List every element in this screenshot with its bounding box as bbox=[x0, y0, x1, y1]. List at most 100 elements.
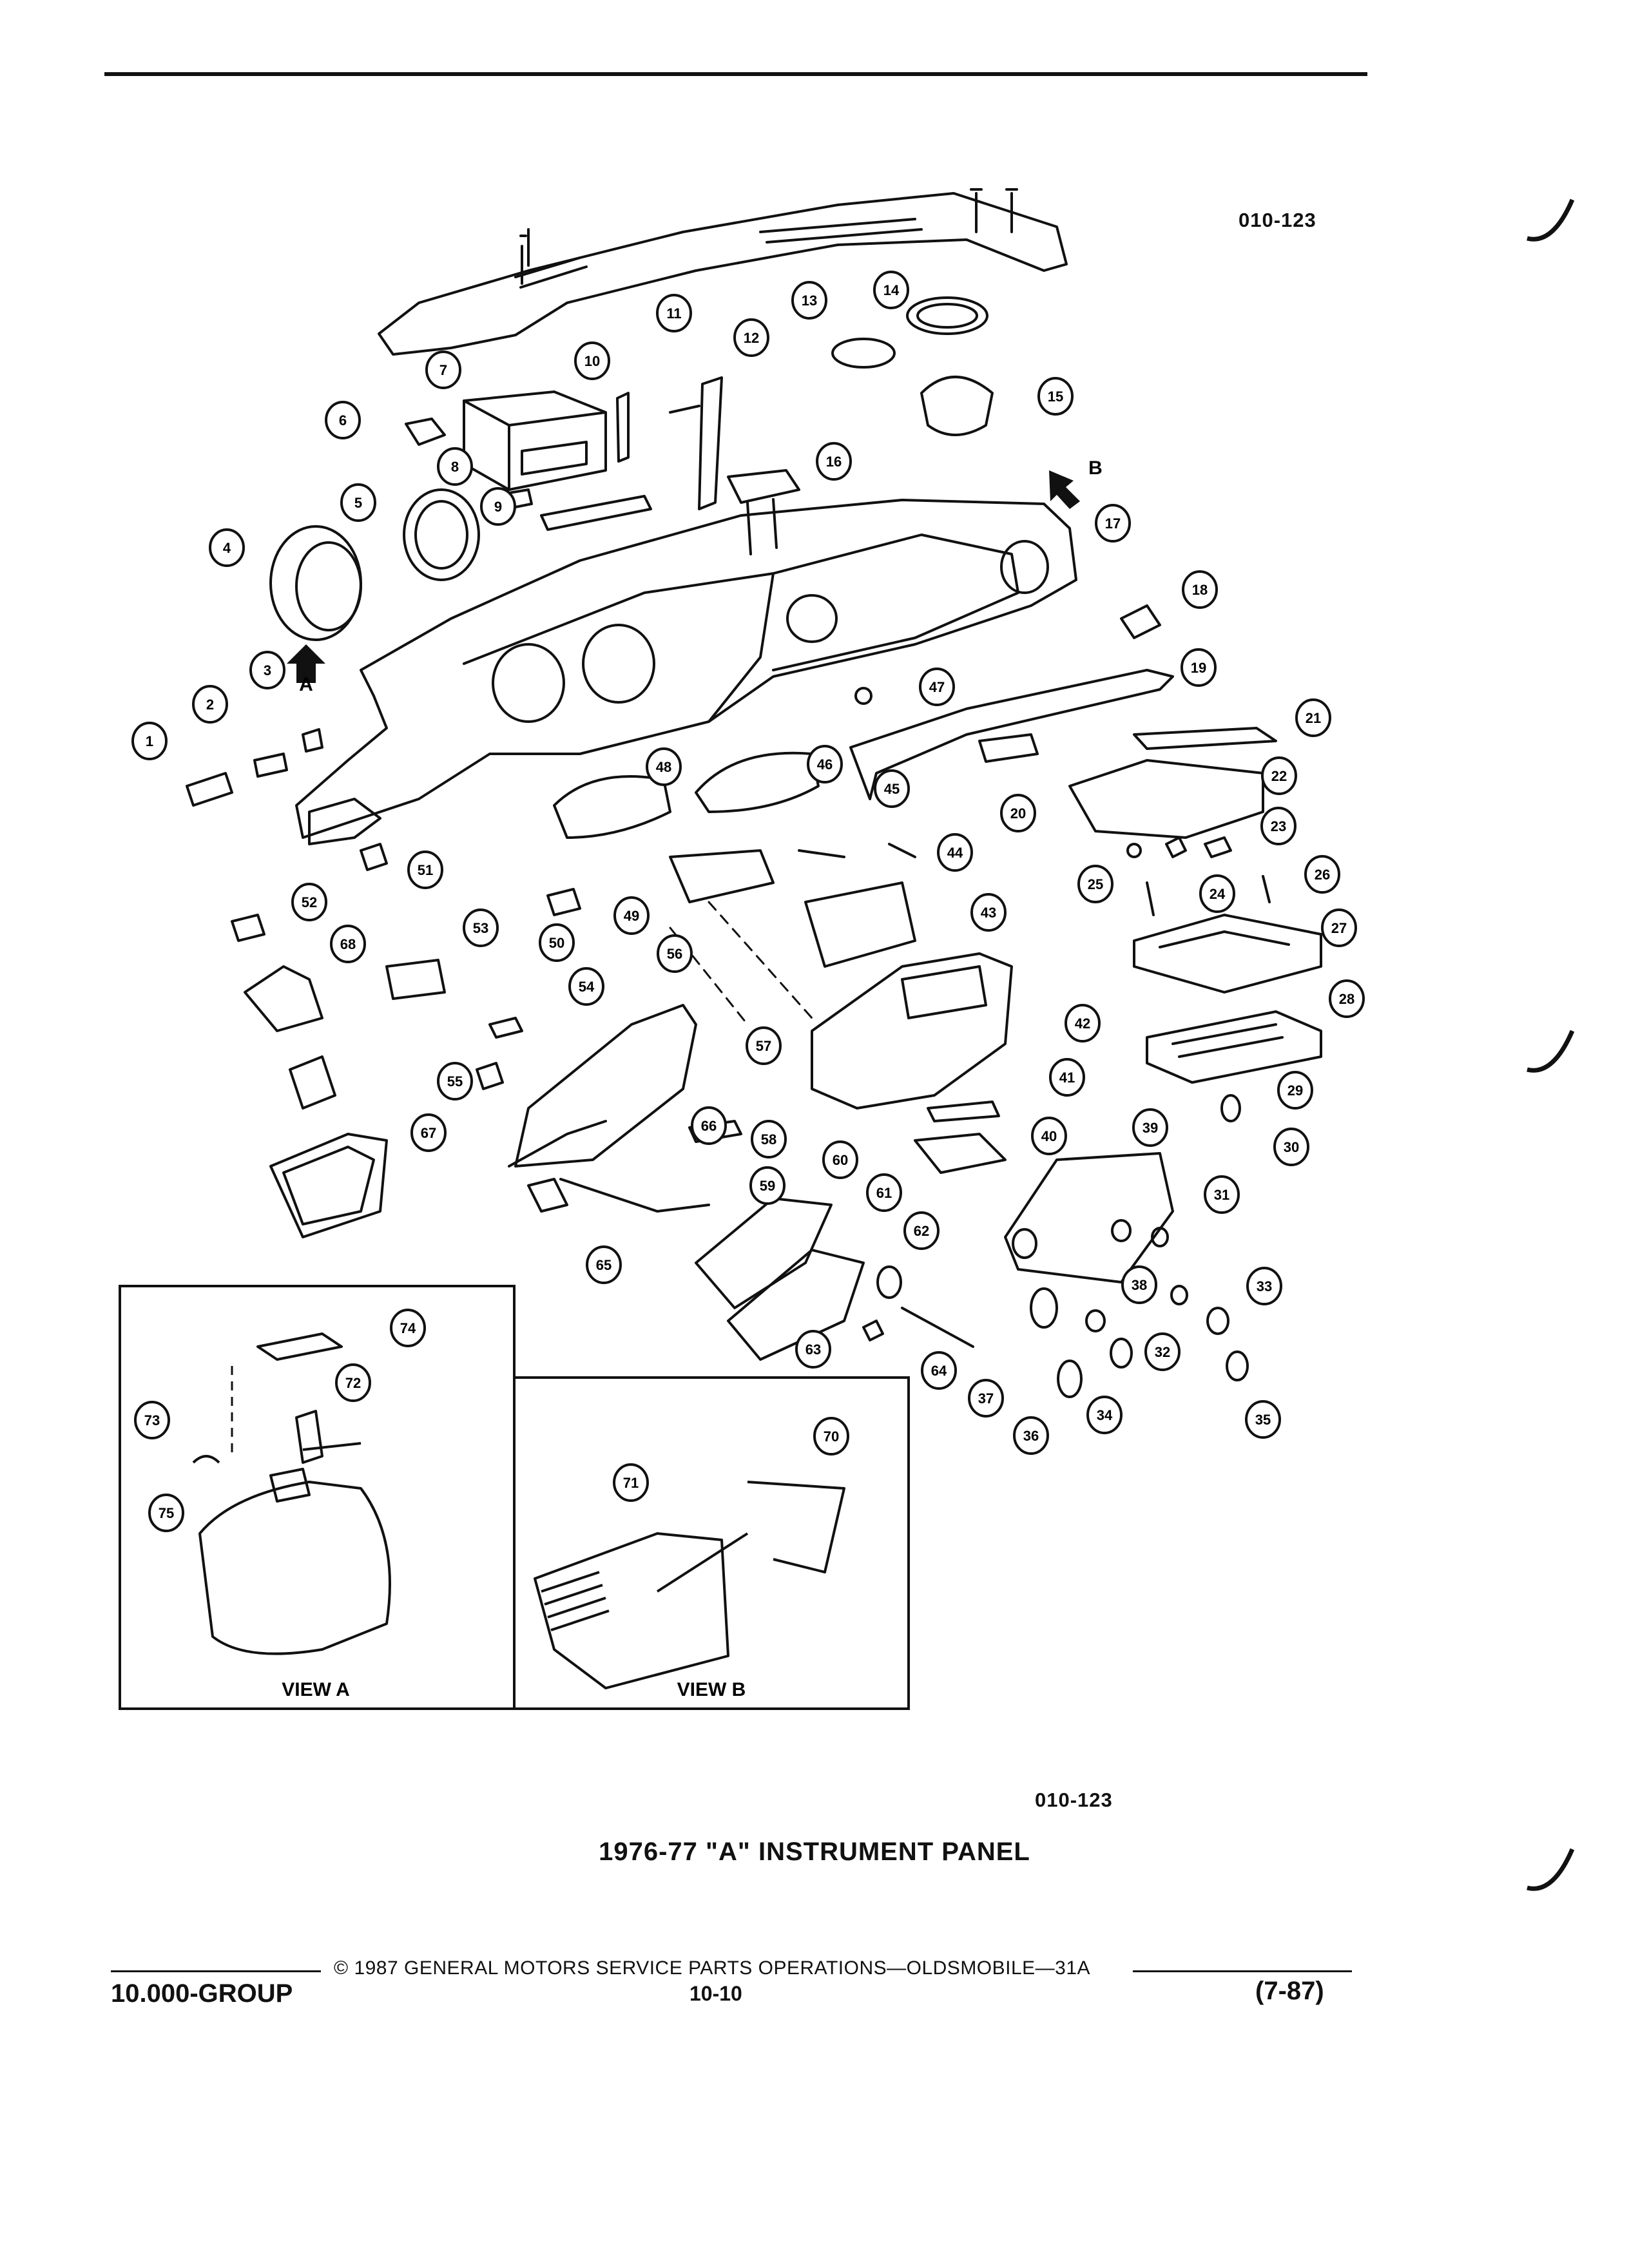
callout-59: 59 bbox=[749, 1166, 786, 1205]
callout-31: 31 bbox=[1204, 1175, 1240, 1214]
callout-number: 64 bbox=[931, 1363, 947, 1379]
callout-number: 40 bbox=[1041, 1128, 1057, 1144]
callout-number: 58 bbox=[761, 1131, 776, 1148]
callout-16: 16 bbox=[816, 442, 852, 481]
callout-number: 4 bbox=[223, 540, 231, 556]
callout-50: 50 bbox=[539, 923, 575, 962]
callout-9: 9 bbox=[480, 487, 516, 526]
callout-number: 17 bbox=[1105, 515, 1121, 532]
callout-23: 23 bbox=[1260, 807, 1296, 845]
callout-number: 72 bbox=[345, 1375, 361, 1391]
callout-62: 62 bbox=[903, 1211, 940, 1250]
callout-number: 44 bbox=[947, 845, 963, 861]
callout-32: 32 bbox=[1144, 1332, 1181, 1371]
callout-number: 70 bbox=[824, 1428, 839, 1445]
callout-number: 56 bbox=[667, 946, 682, 962]
callout-number: 26 bbox=[1315, 867, 1330, 883]
callout-5: 5 bbox=[340, 483, 376, 522]
callout-30: 30 bbox=[1273, 1128, 1309, 1166]
view-a-label: VIEW A bbox=[282, 1679, 350, 1700]
callout-68: 68 bbox=[330, 925, 366, 963]
callout-number: 61 bbox=[876, 1185, 892, 1201]
callout-number: 74 bbox=[400, 1320, 416, 1336]
callout-number: 53 bbox=[473, 920, 488, 936]
callout-number: 62 bbox=[914, 1223, 929, 1239]
part-instrument-panel bbox=[295, 499, 1077, 839]
callout-number: 38 bbox=[1132, 1277, 1147, 1293]
scan-mark-top bbox=[1527, 198, 1575, 242]
callout-25: 25 bbox=[1077, 865, 1113, 903]
footer-group: 10.000-GROUP bbox=[111, 1979, 293, 2008]
callout-number: 60 bbox=[833, 1152, 848, 1168]
callout-number: 59 bbox=[760, 1178, 775, 1194]
callout-61: 61 bbox=[866, 1173, 902, 1212]
callout-52: 52 bbox=[291, 883, 327, 921]
callout-number: 49 bbox=[624, 908, 639, 924]
callout-number: 55 bbox=[447, 1073, 463, 1090]
view-b-label: VIEW B bbox=[677, 1679, 746, 1700]
callout-67: 67 bbox=[410, 1113, 447, 1152]
callout-24: 24 bbox=[1199, 874, 1235, 913]
callout-29: 29 bbox=[1277, 1071, 1313, 1110]
callout-38: 38 bbox=[1121, 1265, 1157, 1304]
callout-number: 10 bbox=[584, 353, 600, 369]
callout-75: 75 bbox=[148, 1494, 184, 1532]
callout-number: 66 bbox=[701, 1118, 717, 1134]
callout-number: 11 bbox=[666, 305, 681, 322]
callout-number: 6 bbox=[339, 412, 347, 428]
callout-number: 15 bbox=[1048, 389, 1063, 405]
callout-2: 2 bbox=[192, 685, 228, 724]
callout-number: 23 bbox=[1271, 818, 1286, 834]
view-b-box bbox=[513, 1376, 910, 1710]
callout-19: 19 bbox=[1181, 648, 1217, 687]
callout-7: 7 bbox=[425, 351, 461, 389]
callout-number: 47 bbox=[929, 679, 945, 695]
callout-number: 27 bbox=[1331, 920, 1347, 936]
callout-4: 4 bbox=[209, 528, 245, 567]
callout-3: 3 bbox=[249, 651, 285, 689]
callout-43: 43 bbox=[970, 893, 1007, 932]
callout-number: 12 bbox=[744, 330, 759, 346]
callout-number: 43 bbox=[981, 905, 996, 921]
view-a-arrow bbox=[287, 644, 325, 683]
callout-13: 13 bbox=[791, 281, 827, 320]
callout-number: 18 bbox=[1192, 582, 1208, 598]
callout-6: 6 bbox=[325, 401, 361, 439]
part-radio bbox=[463, 390, 607, 491]
callout-49: 49 bbox=[613, 896, 650, 935]
callout-34: 34 bbox=[1086, 1396, 1123, 1434]
footer-copyright: © 1987 GENERAL MOTORS SERVICE PARTS OPER… bbox=[334, 1957, 1091, 1979]
callout-number: 54 bbox=[579, 979, 595, 995]
callout-11: 11 bbox=[656, 294, 692, 332]
callout-51: 51 bbox=[407, 850, 443, 889]
callout-55: 55 bbox=[437, 1062, 473, 1100]
callout-number: 25 bbox=[1088, 876, 1103, 892]
callout-18: 18 bbox=[1182, 570, 1218, 609]
callout-number: 48 bbox=[656, 759, 671, 775]
callout-15: 15 bbox=[1037, 377, 1074, 416]
callout-26: 26 bbox=[1304, 855, 1340, 894]
callout-number: 34 bbox=[1097, 1407, 1113, 1423]
callout-number: 35 bbox=[1255, 1412, 1271, 1428]
callout-number: 3 bbox=[264, 662, 271, 678]
figure-title: 1976-77 "A" INSTRUMENT PANEL bbox=[599, 1838, 1030, 1866]
callout-number: 2 bbox=[206, 697, 214, 713]
callout-number: 75 bbox=[159, 1505, 174, 1521]
part-defroster-grille bbox=[378, 192, 1068, 356]
callout-48: 48 bbox=[646, 747, 682, 786]
scan-mark-middle bbox=[1527, 1030, 1575, 1073]
footer-date: (7-87) bbox=[1255, 1977, 1324, 2005]
callout-41: 41 bbox=[1049, 1058, 1085, 1097]
callout-72: 72 bbox=[335, 1363, 371, 1402]
callout-66: 66 bbox=[691, 1106, 727, 1145]
callout-number: 24 bbox=[1210, 886, 1226, 902]
callout-57: 57 bbox=[746, 1026, 782, 1065]
callout-number: 36 bbox=[1023, 1428, 1039, 1444]
callout-58: 58 bbox=[751, 1120, 787, 1158]
callout-number: 8 bbox=[451, 459, 459, 475]
callout-22: 22 bbox=[1261, 756, 1297, 795]
callout-number: 41 bbox=[1059, 1070, 1075, 1086]
callout-number: 42 bbox=[1075, 1015, 1090, 1032]
callout-number: 5 bbox=[354, 495, 362, 511]
callout-number: 14 bbox=[883, 282, 900, 298]
